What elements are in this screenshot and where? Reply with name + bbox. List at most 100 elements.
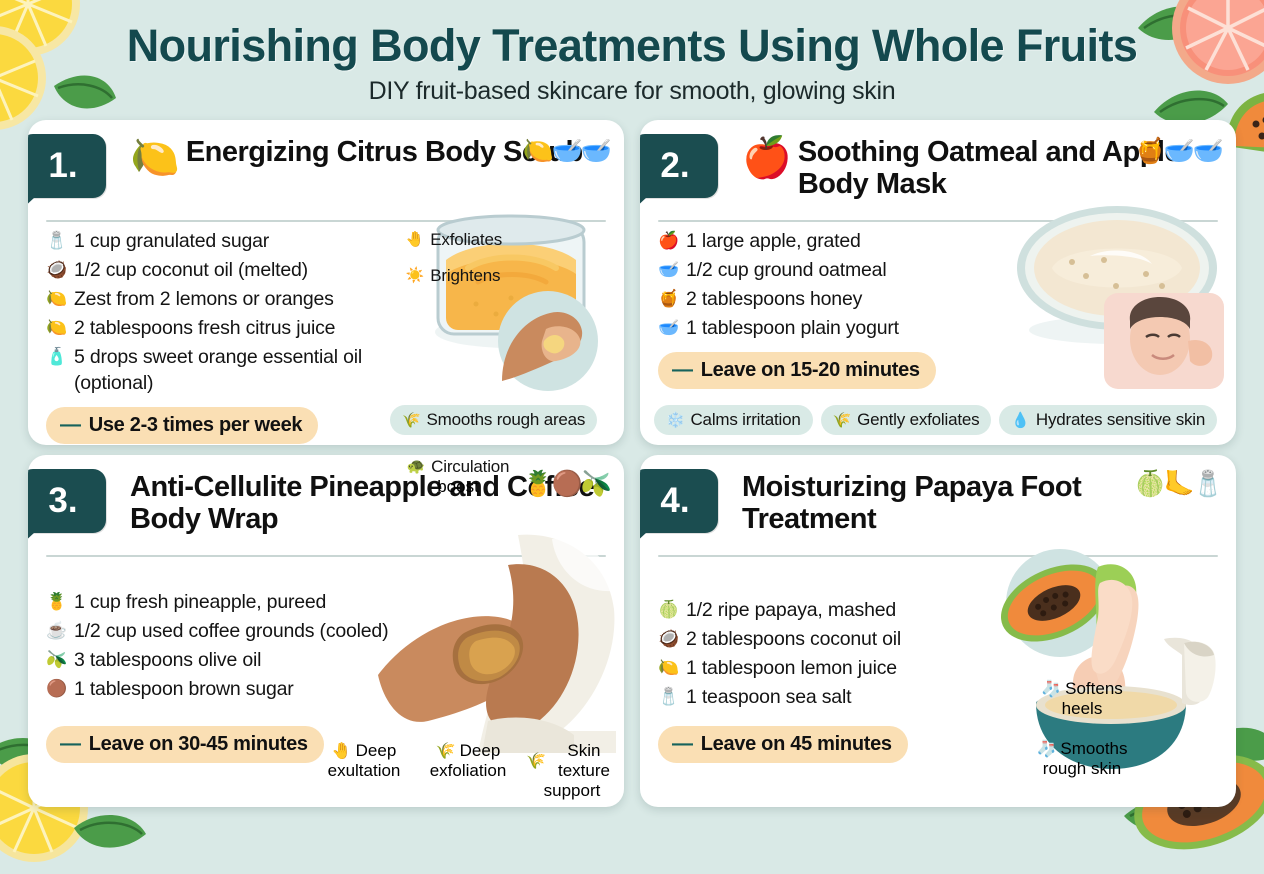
list-item: 🍍1 cup fresh pineapple, pureed xyxy=(46,589,606,618)
coconut-icon: 🥥 xyxy=(658,627,679,652)
card-body: 🍎1 large apple, grated 🥣1/2 cup ground o… xyxy=(658,228,1218,390)
header-ingredient-icons: 🍍🟤🫒 xyxy=(523,469,610,499)
benefit-item: 🤚Deep exultation xyxy=(318,741,410,801)
benefit-pill: 🌾 Gently exfoliates xyxy=(821,405,992,435)
card-number-badge: 3. xyxy=(28,469,106,533)
header-ingredient-icons: 🍈🦶🧂 xyxy=(1135,469,1222,499)
benefit-item: 🌾Skin texture support xyxy=(526,741,618,801)
list-item: 🥥2 tablespoons coconut oil xyxy=(658,626,1218,655)
list-item: 🍋1 tablespoon lemon juice xyxy=(658,655,1218,684)
card-number-badge: 1. xyxy=(28,134,106,198)
card-divider xyxy=(46,555,606,557)
benefit-item-circulation: 🐢 Circulation boost xyxy=(398,457,518,497)
page-header: Nourishing Body Treatments Using Whole F… xyxy=(0,0,1264,106)
pineapple-icon: 🍍 xyxy=(46,590,67,615)
papaya-icon: 🍈 xyxy=(658,598,679,623)
list-item: 🍯2 tablespoons honey xyxy=(658,286,1218,315)
list-item: 🍎1 large apple, grated xyxy=(658,228,1218,257)
usage-tip: — Use 2-3 times per week xyxy=(46,407,318,444)
card-header: Moisturizing Papaya Foot Treatment 🍈🦶🧂 xyxy=(658,471,1218,547)
list-item: ☕1/2 cup used coffee grounds (cooled) xyxy=(46,618,606,647)
header-ingredient-icons: 🍯🥣🥣 xyxy=(1135,136,1222,166)
benefit-pill: 💧 Hydrates sensitive skin xyxy=(999,405,1217,435)
list-item: 🧂1 cup granulated sugar xyxy=(46,228,606,257)
list-item: 🧴5 drops sweet orange essential oil (opt… xyxy=(46,343,606,398)
apple-icon: 🍎 xyxy=(658,229,679,254)
benefit-item: 🧦Softens heels xyxy=(1036,679,1128,719)
snowflake-icon: ❄️ xyxy=(666,411,684,429)
benefit-row: 🐢 Circulation xyxy=(398,457,518,477)
recipe-card-4[interactable]: 4. Moist xyxy=(640,455,1236,807)
benefit-item: 🧦Smooths rough skin xyxy=(1036,739,1128,779)
list-item: 🟤1 tablespoon brown sugar xyxy=(46,675,606,704)
usage-tip: — Leave on 45 minutes xyxy=(658,726,908,763)
usage-tip: — Leave on 30-45 minutes xyxy=(46,726,324,763)
usage-tip: — Leave on 15-20 minutes xyxy=(658,352,936,389)
benefit-pill: 🌾 Smooths rough areas xyxy=(390,405,597,435)
list-item: 🧂1 teaspoon sea salt xyxy=(658,683,1218,712)
benefit-list-side: 🧦Softens heels 🧦Smooths rough skin xyxy=(1036,679,1128,779)
header-ingredient-icons: 🍋🥣🥣 xyxy=(523,136,610,166)
benefit-list-bottom: 🤚Deep exultation 🌾Deep exfoliation 🌾Skin… xyxy=(318,741,618,801)
benefit-line-2: heels xyxy=(1036,699,1128,719)
sock-icon: 🧦 xyxy=(1036,739,1056,759)
brown-sugar-icon: 🟤 xyxy=(46,677,67,702)
list-item: 🍋Zest from 2 lemons or oranges xyxy=(46,286,606,315)
lemon-icon: 🍋 xyxy=(658,656,679,681)
essential-oil-bottle-icon: 🧴 xyxy=(46,345,67,370)
water-drop-icon: 💧 xyxy=(1011,411,1029,429)
card-number-badge: 4. xyxy=(640,469,718,533)
yogurt-bowl-icon: 🥣 xyxy=(658,316,679,341)
benefit-item: 🌾Deep exfoliation xyxy=(422,741,514,801)
grain-icon: 🌾 xyxy=(833,411,851,429)
card-divider xyxy=(46,220,606,222)
dash-icon: — xyxy=(672,732,693,756)
lemon-icon: 🍋 xyxy=(130,138,180,178)
coconut-icon: 🥥 xyxy=(46,258,67,283)
page-title: Nourishing Body Treatments Using Whole F… xyxy=(0,22,1264,70)
list-item: 🍋2 tablespoons fresh citrus juice xyxy=(46,314,606,343)
benefit-line-2: rough skin xyxy=(1036,759,1128,779)
card-divider xyxy=(658,555,1218,557)
recipe-card-3[interactable]: 3. Anti-Cellulite Pineapple and Coffee B… xyxy=(28,455,624,807)
list-item: 🫒3 tablespoons olive oil xyxy=(46,647,606,676)
honey-icon: 🍯 xyxy=(658,287,679,312)
card-header: Anti-Cellulite Pineapple and Coffee Body… xyxy=(46,471,606,547)
oatmeal-bowl-icon: 🥣 xyxy=(658,258,679,283)
ingredient-list: 🍎1 large apple, grated 🥣1/2 cup ground o… xyxy=(658,228,1218,344)
ingredient-list: 🍈1/2 ripe papaya, mashed 🥥2 tablespoons … xyxy=(658,597,1218,713)
benefit-item: 🤚 Exfoliates xyxy=(406,230,502,250)
sea-salt-icon: 🧂 xyxy=(658,685,679,710)
sock-icon: 🧦 xyxy=(1041,679,1061,699)
dash-icon: — xyxy=(672,358,693,382)
hand-icon: 🤚 xyxy=(406,230,424,250)
grain-icon: 🌾 xyxy=(526,751,546,771)
recipe-card-2[interactable]: 2. 🍎 Soothing Oatmeal and App xyxy=(640,120,1236,445)
recipe-card-grid: 1. 🍋 Energizing Citrus Body Scrub 🍋🥣🥣 xyxy=(28,120,1236,807)
lemon-icon: 🍋 xyxy=(46,316,67,341)
benefit-line-2: exfoliation xyxy=(422,761,514,781)
dash-icon: — xyxy=(60,413,81,437)
list-item: 🥣1 tablespoon plain yogurt xyxy=(658,314,1218,343)
olive-oil-icon: 🫒 xyxy=(46,648,67,673)
benefit-line-2: boost xyxy=(398,477,518,497)
dash-icon: — xyxy=(60,732,81,756)
recipe-card-1[interactable]: 1. 🍋 Energizing Citrus Body Scrub 🍋🥣🥣 xyxy=(28,120,624,445)
card-header: 🍎 Soothing Oatmeal and Apple Body Mask 🍯… xyxy=(658,136,1218,212)
hand-icon: 🤚 xyxy=(332,741,352,761)
coffee-grounds-icon: ☕ xyxy=(46,619,67,644)
card-divider xyxy=(658,220,1218,222)
card-body: 🍍1 cup fresh pineapple, pureed ☕1/2 cup … xyxy=(46,563,606,764)
list-item: 🍈1/2 ripe papaya, mashed xyxy=(658,597,1218,626)
benefit-line-2: support xyxy=(526,781,618,801)
list-item: 🥣1/2 cup ground oatmeal xyxy=(658,257,1218,286)
benefit-pill-row: ❄️ Calms irritation 🌾 Gently exfoliates … xyxy=(654,405,1224,435)
coffee-scrub-icon: 🐢 xyxy=(407,457,425,477)
list-item: 🥥1/2 cup coconut oil (melted) xyxy=(46,257,606,286)
apple-icon: 🍎 xyxy=(742,138,792,178)
grains-icon: 🌾 xyxy=(402,411,420,429)
benefit-line-2: exultation xyxy=(318,761,410,781)
lemon-icon: 🍋 xyxy=(46,287,67,312)
grain-icon: 🌾 xyxy=(436,741,456,761)
sun-icon: ☀️ xyxy=(406,266,424,286)
